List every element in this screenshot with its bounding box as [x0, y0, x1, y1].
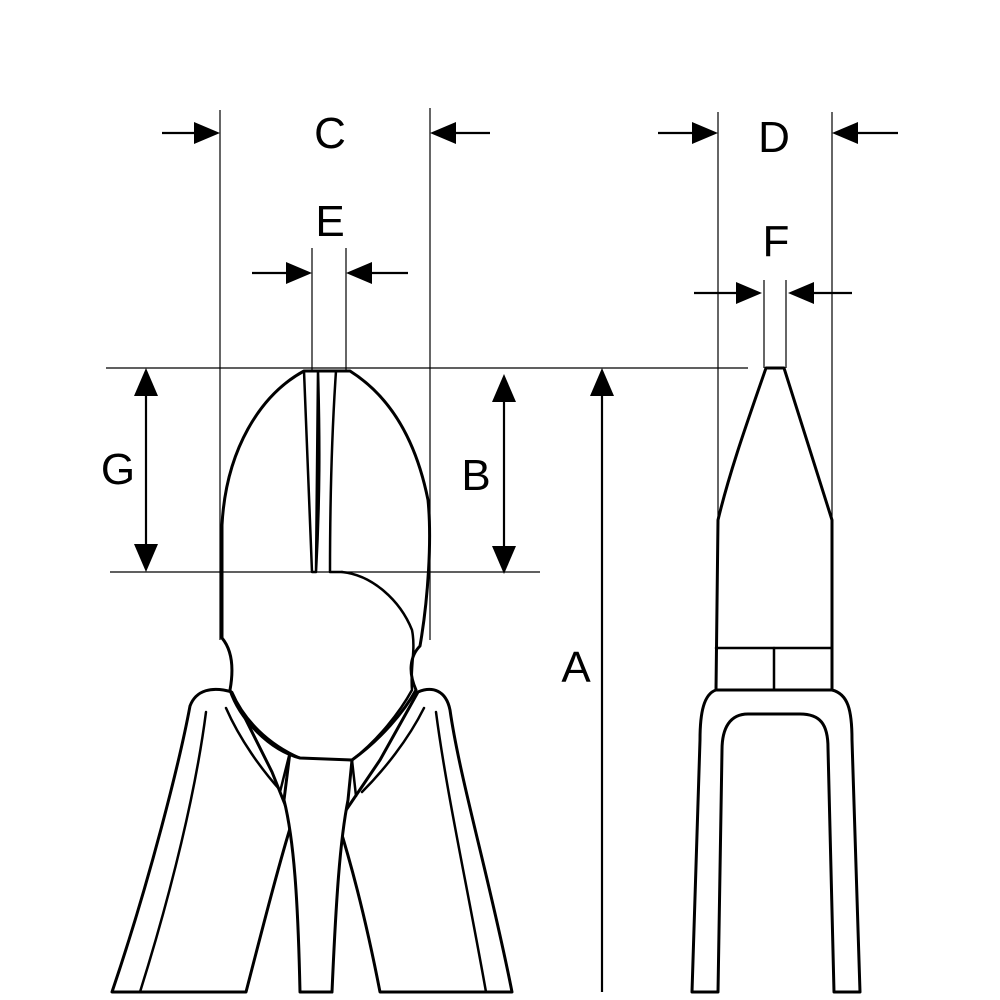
dim-c-right-arrowhead — [430, 122, 456, 144]
label-e: E — [315, 197, 344, 246]
dim-e-left-arrowhead — [286, 262, 312, 284]
pivot-joint-outline — [340, 570, 415, 762]
right-handle — [336, 687, 514, 994]
extension-lines — [106, 108, 833, 640]
right-handle-edge-line — [360, 706, 426, 794]
side-handles — [690, 688, 862, 994]
label-a: A — [561, 643, 591, 692]
dim-e-right-arrowhead — [346, 262, 372, 284]
dimension-arrows — [134, 122, 898, 992]
right-handle-grip-line — [434, 710, 488, 994]
pivot-joint-lower — [230, 690, 302, 760]
dim-g-top-arrowhead — [134, 368, 158, 396]
label-f: F — [763, 217, 790, 266]
dim-g-bottom-arrowhead — [134, 544, 158, 572]
dim-f-left-arrowhead — [736, 282, 762, 304]
dim-b-bottom-arrowhead — [492, 546, 516, 574]
side-jaw-head — [714, 366, 834, 692]
dimension-labels: C E D F G B A — [101, 109, 790, 692]
dim-a-top-arrowhead — [590, 368, 614, 396]
label-d: D — [758, 113, 790, 162]
side-view-pliers — [690, 366, 862, 994]
label-c: C — [314, 109, 346, 158]
front-view-pliers — [110, 369, 514, 994]
dim-c-left-arrowhead — [194, 122, 220, 144]
left-handle-grip-line — [138, 710, 208, 994]
left-handle-edge-line — [224, 706, 282, 792]
shank-edge-right — [350, 758, 358, 798]
center-shank — [282, 750, 354, 994]
dim-f-right-arrowhead — [788, 282, 814, 304]
dim-d-right-arrowhead — [832, 122, 858, 144]
dim-b-top-arrowhead — [492, 374, 516, 402]
shank-edge-left — [278, 750, 292, 794]
label-b: B — [461, 451, 490, 500]
left-handle — [110, 687, 294, 994]
jaw-head — [220, 369, 432, 762]
dim-d-left-arrowhead — [692, 122, 718, 144]
cutting-blade-edge — [328, 369, 352, 574]
label-g: G — [101, 445, 135, 494]
